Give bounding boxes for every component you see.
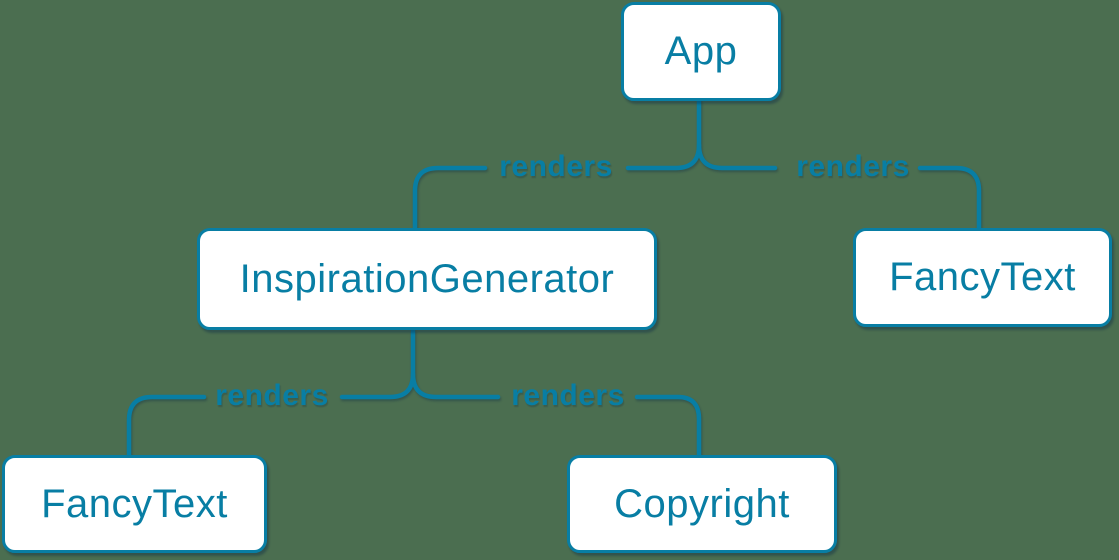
edge-label-renders-inspirationgenerator-fancytext: renders: [215, 379, 329, 412]
node-fancy-text-bottom: FancyText: [2, 455, 267, 553]
node-app: App: [621, 2, 781, 101]
edge-inspirationgenerator-copyright: [410, 371, 702, 458]
edge-label-renders-inspirationgenerator-copyright: renders: [511, 379, 625, 412]
edge-label-renders-app-fancytext: renders: [796, 150, 910, 183]
node-fancy-text-top: FancyText: [853, 228, 1112, 327]
node-app-label: App: [664, 29, 738, 73]
edge-label-renders-app-inspirationgenerator: renders: [499, 150, 613, 183]
node-copyright: Copyright: [567, 455, 837, 553]
edge-app-fancytext: [696, 142, 982, 231]
node-fancy-text-top-label: FancyText: [889, 255, 1076, 299]
node-inspiration-generator-label: InspirationGenerator: [239, 256, 615, 301]
node-copyright-label: Copyright: [614, 481, 790, 526]
node-inspiration-generator: InspirationGenerator: [197, 228, 657, 330]
node-fancy-text-bottom-label: FancyText: [41, 481, 228, 526]
